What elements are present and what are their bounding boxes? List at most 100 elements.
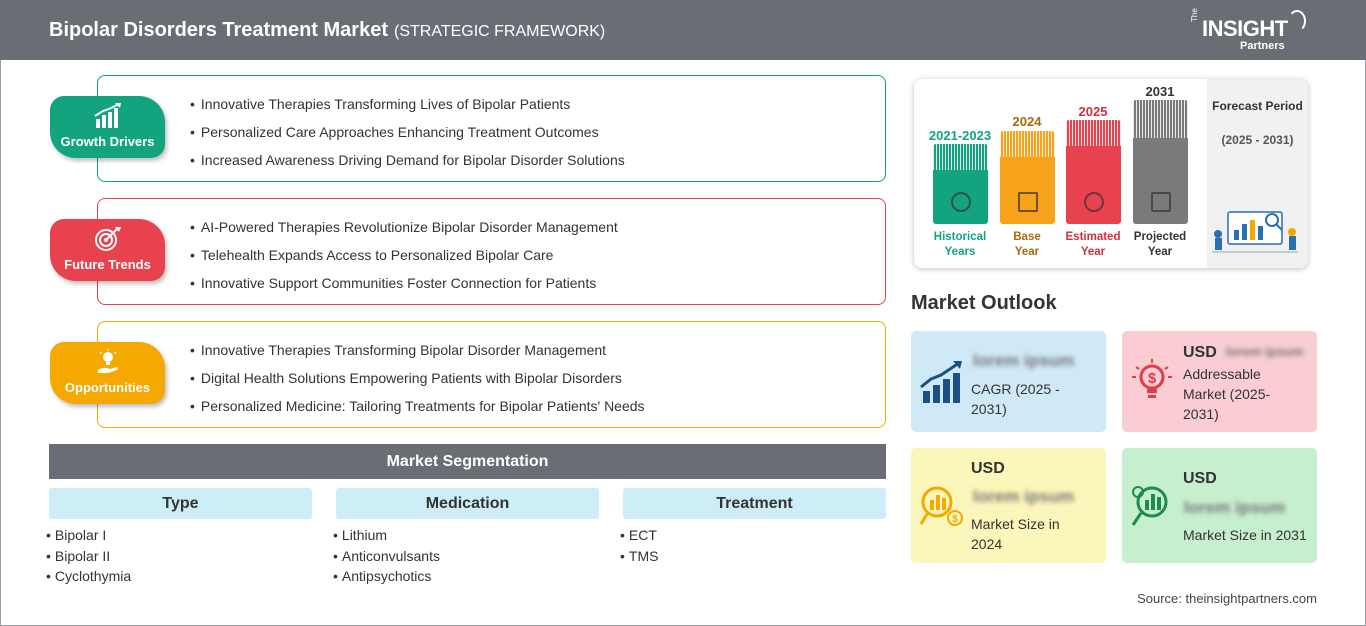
growth-drivers-label: Growth Drivers bbox=[60, 134, 155, 149]
svg-text:$: $ bbox=[1148, 370, 1157, 387]
segment-type: Type Bipolar I Bipolar II Cyclothymia bbox=[49, 488, 312, 587]
list-item: Telehealth Expands Access to Personalize… bbox=[190, 245, 618, 273]
target-icon bbox=[50, 226, 165, 252]
market-size-2024-card: $ USD lorem ipsum Market Size in 2024 bbox=[911, 448, 1106, 563]
insight-partners-logo[interactable]: The INSIGHT Partners bbox=[1188, 8, 1308, 54]
page-title: Bipolar Disorders Treatment Market (STRAT… bbox=[49, 19, 605, 42]
logo-the: The bbox=[1190, 8, 1199, 22]
segment-treatment: Treatment ECT TMS bbox=[623, 488, 886, 566]
list-item: Bipolar II bbox=[46, 546, 312, 567]
future-trends-box: AI-Powered Therapies Revolutionize Bipol… bbox=[97, 198, 886, 305]
list-item: AI-Powered Therapies Revolutionize Bipol… bbox=[190, 217, 618, 245]
caption-line: Year bbox=[1014, 246, 1040, 258]
market-size-2031-card: USD lorem ipsum Market Size in 2031 bbox=[1122, 448, 1317, 563]
source-text: Source: theinsightpartners.com bbox=[1137, 591, 1317, 606]
size2031-usd: USD bbox=[1183, 470, 1217, 487]
segment-list: Bipolar I Bipolar II Cyclothymia bbox=[46, 525, 312, 587]
size2024-label: Market Size in 2024 bbox=[971, 516, 1060, 552]
dollar-bulb-icon: $ bbox=[1132, 359, 1172, 398]
money-chart-icon: $ bbox=[919, 486, 963, 526]
future-trends-label: Future Trends bbox=[64, 257, 151, 272]
forecast-range: (2025 - 2031) bbox=[1221, 133, 1294, 147]
bar-growth-icon bbox=[920, 361, 962, 403]
caption-line: Years bbox=[944, 246, 976, 258]
list-item: Antipsychotics bbox=[333, 566, 599, 587]
logo-partners: Partners bbox=[1240, 40, 1285, 52]
growth-drivers-list: Innovative Therapies Transforming Lives … bbox=[190, 94, 625, 178]
segment-list: Lithium Anticonvulsants Antipsychotics bbox=[333, 525, 599, 587]
caption-line: Year bbox=[1147, 246, 1173, 258]
growth-drivers-box: Innovative Therapies Transforming Lives … bbox=[97, 75, 886, 182]
base-year-bar bbox=[1000, 131, 1055, 224]
title-subtitle: (STRATEGIC FRAMEWORK) bbox=[394, 23, 606, 40]
list-item: Anticonvulsants bbox=[333, 546, 599, 567]
logo-insight: INSIGHT bbox=[1202, 16, 1288, 41]
projected-year-bar bbox=[1133, 100, 1188, 224]
addressable-market-card: $ USD lorem ipsum Addressable Market (20… bbox=[1122, 331, 1317, 432]
opportunities-list: Innovative Therapies Transforming Bipola… bbox=[190, 340, 645, 424]
forecast-illustration-icon bbox=[1212, 211, 1298, 253]
addressable-value: lorem ipsum bbox=[1226, 344, 1304, 359]
year-label: 2021-2023 bbox=[928, 128, 992, 143]
list-item: TMS bbox=[620, 546, 886, 567]
segment-heading: Type bbox=[49, 488, 312, 519]
size2024-value: lorem ipsum bbox=[973, 487, 1075, 506]
size2031-label: Market Size in 2031 bbox=[1183, 527, 1307, 543]
growth-drivers-badge: Growth Drivers bbox=[50, 96, 165, 158]
cagr-card: lorem ipsum CAGR (2025 - 2031) bbox=[911, 331, 1106, 432]
cagr-label: CAGR (2025 - 2031) bbox=[971, 381, 1060, 417]
addressable-usd: USD bbox=[1183, 344, 1217, 361]
list-item: Lithium bbox=[333, 525, 599, 546]
market-segmentation-header: Market Segmentation bbox=[49, 444, 886, 479]
caption-line: Base bbox=[1013, 231, 1041, 243]
list-item: Innovative Therapies Transforming Lives … bbox=[190, 94, 625, 122]
caption-line: Estimated bbox=[1065, 231, 1121, 243]
segment-list: ECT TMS bbox=[620, 525, 886, 566]
caption-line: Historical bbox=[933, 231, 987, 243]
forecast-title: Forecast Period bbox=[1212, 99, 1303, 113]
opportunities-box: Innovative Therapies Transforming Bipola… bbox=[97, 321, 886, 428]
segment-heading: Treatment bbox=[623, 488, 886, 519]
opportunities-badge: Opportunities bbox=[50, 342, 165, 404]
historical-bar bbox=[933, 144, 988, 224]
list-item: Innovative Therapies Transforming Bipola… bbox=[190, 340, 645, 368]
title-text: Bipolar Disorders Treatment Market bbox=[49, 19, 388, 41]
list-item: Digital Health Solutions Empowering Pati… bbox=[190, 368, 645, 396]
list-item: Cyclothymia bbox=[46, 566, 312, 587]
money-chart-icon bbox=[1131, 486, 1168, 526]
calendar-icon bbox=[1018, 192, 1038, 212]
lightbulb-hand-icon bbox=[50, 349, 165, 375]
history-icon bbox=[951, 192, 971, 212]
year-label: 2031 bbox=[1145, 84, 1175, 99]
future-trends-badge: Future Trends bbox=[50, 219, 165, 281]
market-outlook-title: Market Outlook bbox=[911, 292, 1057, 314]
size2031-value: lorem ipsum bbox=[1184, 498, 1286, 517]
future-trends-list: AI-Powered Therapies Revolutionize Bipol… bbox=[190, 217, 618, 301]
size2024-usd: USD bbox=[971, 460, 1005, 477]
segment-medication: Medication Lithium Anticonvulsants Antip… bbox=[336, 488, 599, 587]
list-item: Personalized Medicine: Tailoring Treatme… bbox=[190, 396, 645, 424]
year-label: 2024 bbox=[1012, 114, 1042, 129]
year-label: 2025 bbox=[1078, 104, 1108, 119]
caption-line: Projected bbox=[1133, 231, 1187, 243]
list-item: Bipolar I bbox=[46, 525, 312, 546]
list-item: Innovative Support Communities Foster Co… bbox=[190, 273, 618, 301]
estimated-year-bar bbox=[1066, 120, 1121, 224]
svg-text:$: $ bbox=[952, 514, 958, 525]
gears-icon bbox=[1084, 192, 1104, 212]
logo-swoosh-icon bbox=[1288, 10, 1306, 32]
timeline-card: Forecast Period (2025 - 2031) 2021-2023 … bbox=[914, 79, 1308, 268]
list-item: Personalized Care Approaches Enhancing T… bbox=[190, 122, 625, 150]
segment-heading: Medication bbox=[336, 488, 599, 519]
addressable-label: Addressable Market (2025-2031) bbox=[1183, 366, 1271, 422]
opportunities-label: Opportunities bbox=[64, 380, 151, 395]
cagr-value: lorem ipsum bbox=[973, 351, 1075, 370]
header-bar: Bipolar Disorders Treatment Market (STRAT… bbox=[0, 0, 1366, 60]
list-item: ECT bbox=[620, 525, 886, 546]
growth-chart-icon bbox=[50, 103, 165, 129]
presentation-board-icon bbox=[1151, 192, 1171, 212]
